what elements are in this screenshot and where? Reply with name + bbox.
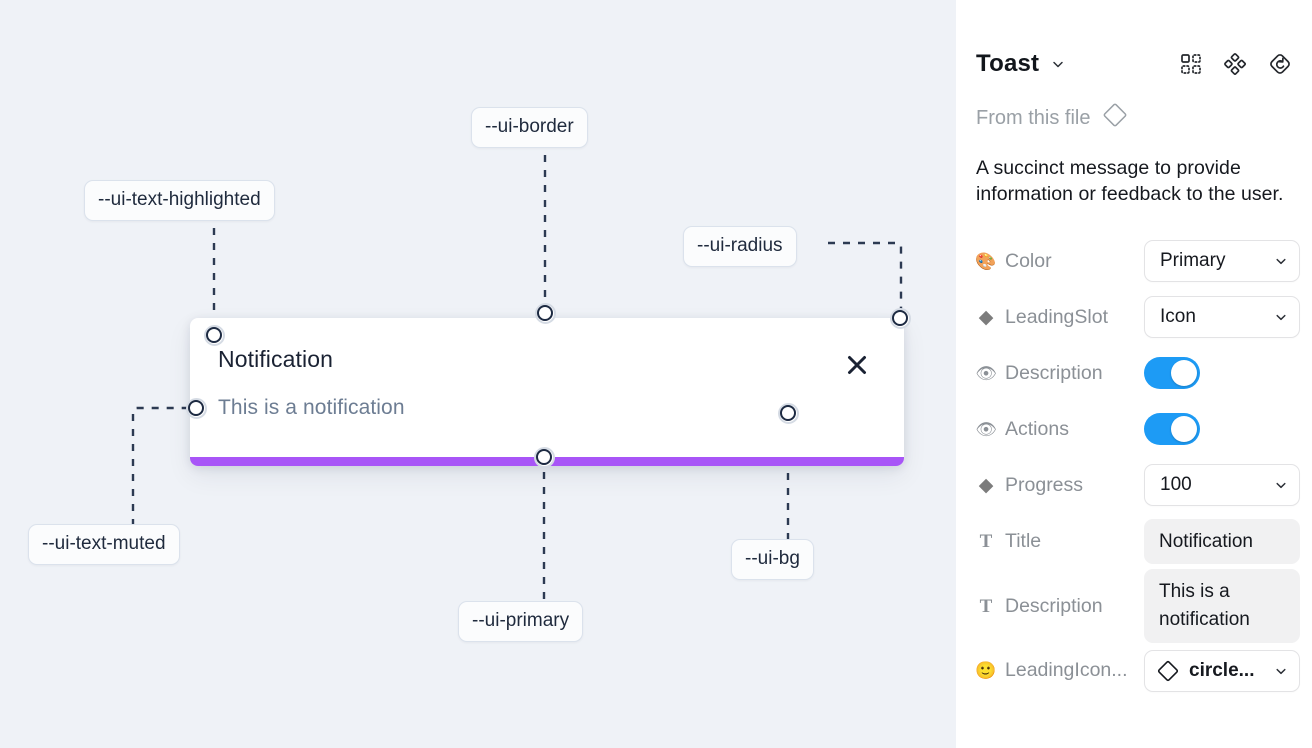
- panel-title: Toast: [976, 50, 1040, 77]
- property-name: Progress: [1005, 473, 1084, 496]
- property-label-progress: ◆ Progress: [976, 474, 1144, 497]
- input-value: This is a notification: [1159, 581, 1250, 631]
- property-name: Title: [1005, 529, 1042, 552]
- panel-header: Toast: [976, 38, 1292, 90]
- component-grid-icon[interactable]: [1180, 53, 1202, 75]
- input-value: Notification: [1159, 530, 1253, 552]
- token-pill-text-muted[interactable]: --ui-text-muted: [28, 524, 180, 565]
- filled-diamond-icon: ◆: [978, 474, 994, 496]
- property-name: Description: [1005, 594, 1103, 617]
- property-control: Icon: [1144, 296, 1300, 339]
- panel-header-icons: [1180, 52, 1292, 76]
- connector-text-muted: [131, 406, 196, 526]
- property-control: Primary: [1144, 240, 1300, 283]
- anchor-handle-radius[interactable]: [889, 307, 911, 329]
- property-name: Actions: [1005, 417, 1069, 440]
- property-row-actions-toggle: 👁 Actions: [975, 401, 1292, 457]
- from-this-file-label: From this file: [976, 106, 1091, 129]
- token-pill-border[interactable]: --ui-border: [471, 107, 588, 148]
- properties-panel: Toast: [956, 0, 1312, 748]
- chevron-down-icon: [1274, 478, 1288, 492]
- text-type-icon: T: [979, 530, 993, 552]
- property-control: [1144, 357, 1292, 390]
- anchor-handle-text-muted[interactable]: [185, 397, 207, 419]
- from-this-file-row[interactable]: From this file: [976, 102, 1292, 134]
- component-description: A succinct message to provide informatio…: [976, 157, 1284, 205]
- title-input[interactable]: Notification: [1144, 518, 1300, 565]
- filled-diamond-icon: ◆: [978, 306, 994, 328]
- token-label: --ui-bg: [745, 548, 800, 569]
- smiley-emoji-icon: 🙂: [975, 661, 997, 681]
- text-type-icon: T: [979, 595, 993, 617]
- anchor-handle-border[interactable]: [534, 302, 556, 324]
- property-row-progress: ◆ Progress 100: [976, 457, 1300, 513]
- property-row-description-text: T Description This is a notification: [976, 569, 1300, 643]
- variants-diamond-cluster-icon[interactable]: [1224, 53, 1246, 75]
- eye-emoji-icon: 👁: [975, 363, 997, 383]
- chevron-down-icon: [1274, 254, 1288, 268]
- token-pill-primary[interactable]: --ui-primary: [458, 601, 584, 642]
- property-row-leadingslot: ◆ LeadingSlot Icon: [976, 289, 1300, 345]
- property-label-color: 🎨 Color: [975, 249, 1144, 273]
- property-name: Description: [1005, 361, 1103, 384]
- property-label-actions: 👁 Actions: [975, 417, 1144, 441]
- anchor-handle-bg[interactable]: [777, 402, 799, 424]
- toast-title: Notification: [218, 346, 333, 372]
- token-pill-text-highlighted[interactable]: --ui-text-highlighted: [84, 180, 275, 221]
- property-control: circle...: [1144, 649, 1300, 692]
- chevron-down-icon[interactable]: [1051, 57, 1065, 71]
- property-row-leadingicon: 🙂 LeadingIcon... circle...: [975, 643, 1300, 699]
- select-value: circle...: [1189, 659, 1255, 681]
- property-row-title: T Title Notification: [976, 513, 1300, 569]
- design-canvas[interactable]: Notification This is a notification --ui…: [0, 0, 956, 748]
- connector-radius: [828, 241, 903, 317]
- property-row-description-toggle: 👁 Description: [975, 345, 1292, 401]
- diamond-outline-icon: [1102, 102, 1128, 134]
- property-name: Color: [1005, 249, 1052, 272]
- progress-select[interactable]: 100: [1144, 464, 1300, 507]
- eye-emoji-icon: 👁: [975, 419, 997, 439]
- property-control: This is a notification: [1144, 569, 1300, 643]
- leadingslot-select[interactable]: Icon: [1144, 296, 1300, 339]
- select-value: 100: [1160, 474, 1192, 496]
- palette-emoji-icon: 🎨: [975, 251, 997, 271]
- token-label: --ui-text-highlighted: [98, 189, 261, 210]
- property-label-description-text: T Description: [976, 595, 1144, 618]
- chevron-down-icon: [1274, 664, 1288, 678]
- close-x-icon[interactable]: [844, 352, 870, 378]
- token-label: --ui-text-muted: [42, 533, 166, 554]
- property-name: LeadingSlot: [1005, 305, 1109, 328]
- actions-toggle[interactable]: [1144, 413, 1200, 446]
- anchor-handle-primary[interactable]: [533, 446, 555, 468]
- property-control: Notification: [1144, 518, 1300, 565]
- property-row-color: 🎨 Color Primary: [975, 233, 1300, 289]
- property-label-leadingslot: ◆ LeadingSlot: [976, 306, 1144, 329]
- token-pill-radius[interactable]: --ui-radius: [683, 226, 797, 267]
- toast-description: This is a notification: [218, 396, 405, 419]
- chevron-down-icon: [1274, 310, 1288, 324]
- property-label-description: 👁 Description: [975, 361, 1144, 385]
- property-list: 🎨 Color Primary: [975, 233, 1300, 699]
- property-control: [1144, 413, 1292, 446]
- property-label-leadingicon: 🙂 LeadingIcon...: [975, 659, 1144, 682]
- property-label-title: T Title: [976, 530, 1144, 553]
- select-value: Primary: [1160, 250, 1226, 272]
- token-label: --ui-primary: [472, 610, 570, 631]
- token-label: --ui-border: [485, 116, 574, 137]
- token-label: --ui-radius: [697, 235, 783, 256]
- toggle-knob: [1171, 360, 1197, 387]
- anchor-handle-text-highlighted[interactable]: [203, 324, 225, 346]
- token-pill-bg[interactable]: --ui-bg: [731, 539, 814, 580]
- reset-instance-icon[interactable]: [1268, 52, 1292, 76]
- leadingicon-select[interactable]: circle...: [1144, 649, 1300, 692]
- property-name: LeadingIcon...: [1005, 659, 1128, 682]
- toast-preview-card[interactable]: Notification This is a notification: [190, 318, 904, 466]
- diamond-outline-icon: [1156, 659, 1180, 683]
- description-toggle[interactable]: [1144, 357, 1200, 390]
- property-control: 100: [1144, 464, 1300, 507]
- toggle-knob: [1171, 416, 1197, 443]
- select-value: Icon: [1160, 306, 1196, 328]
- color-select[interactable]: Primary: [1144, 240, 1300, 283]
- description-input[interactable]: This is a notification: [1144, 569, 1300, 643]
